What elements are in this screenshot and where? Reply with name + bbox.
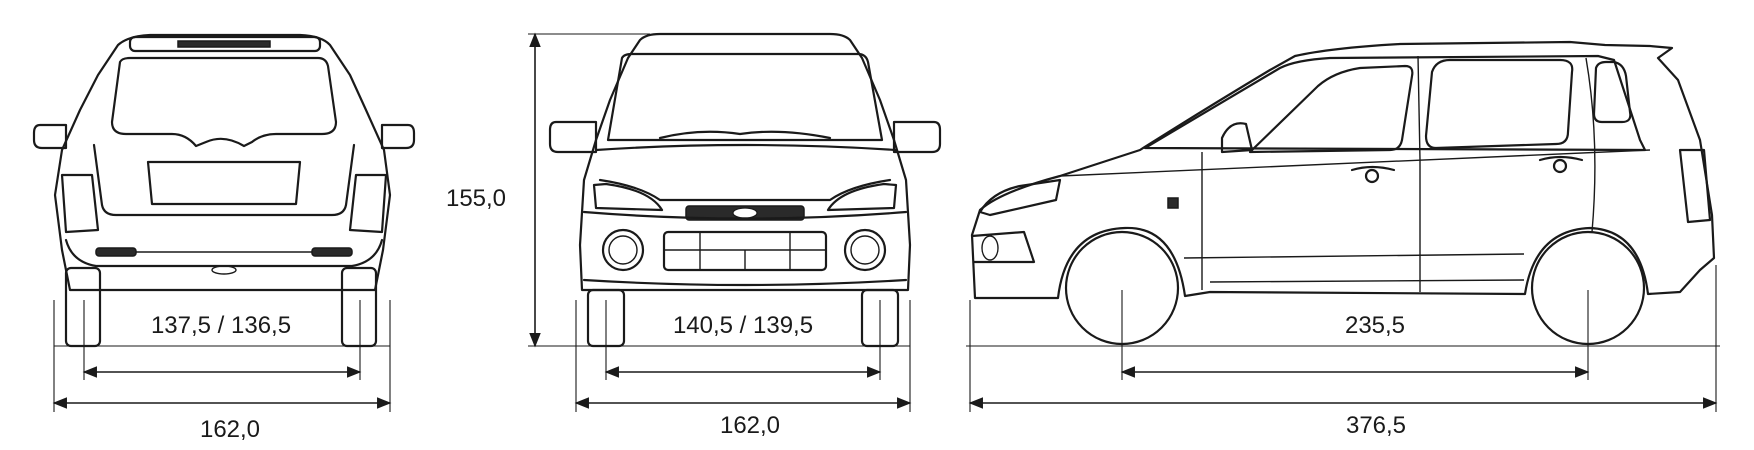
wheelbase-dimension bbox=[1120, 290, 1590, 380]
overall-length-dimension bbox=[968, 265, 1718, 412]
front-overall-width-dimension bbox=[574, 300, 912, 412]
overall-length-label: 376,5 bbox=[1346, 412, 1406, 439]
front-view-car bbox=[548, 32, 942, 348]
front-track-width-label: 140,5 / 139,5 bbox=[673, 312, 813, 339]
wheelbase-label: 235,5 bbox=[1345, 312, 1405, 339]
rear-view-car bbox=[32, 33, 416, 348]
overall-height-label: 155,0 bbox=[446, 185, 506, 212]
side-view-car bbox=[970, 40, 1716, 346]
rear-track-width-label: 137,5 / 136,5 bbox=[151, 312, 291, 339]
rear-track-dimension bbox=[82, 300, 362, 380]
rear-overall-width-dimension bbox=[52, 300, 392, 412]
rear-overall-width-label: 162,0 bbox=[200, 416, 260, 443]
front-track-dimension bbox=[604, 300, 882, 380]
front-overall-width-label: 162,0 bbox=[720, 412, 780, 439]
